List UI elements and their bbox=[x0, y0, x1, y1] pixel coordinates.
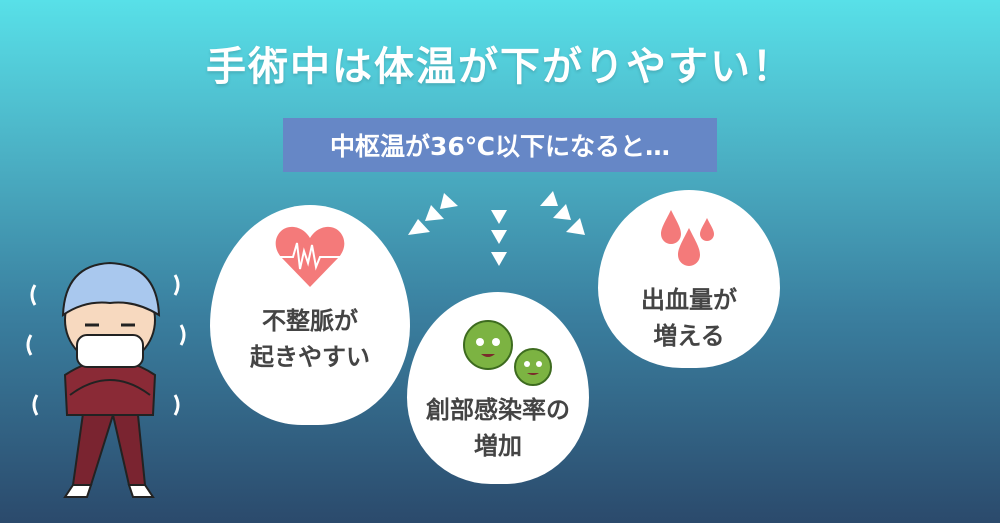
effect-label: 不整脈が bbox=[262, 307, 358, 335]
arrow-icon bbox=[491, 252, 507, 266]
arrow-icon bbox=[491, 210, 507, 224]
page-title: 手術中は体温が下がりやすい！ bbox=[206, 44, 794, 90]
shivering-nurse-illustration bbox=[26, 261, 186, 498]
arrow-icon bbox=[440, 193, 458, 209]
arrow-icon bbox=[566, 218, 585, 235]
subtitle-banner: 中枢温が36℃以下になると… bbox=[283, 118, 717, 172]
heart-ecg-icon bbox=[275, 226, 345, 287]
virus-icon bbox=[463, 320, 552, 386]
arrow-icon bbox=[491, 230, 507, 244]
effect-label: 増加 bbox=[474, 432, 522, 460]
effect-wound-infection: 創部感染率の 増加 bbox=[407, 292, 589, 484]
effect-label: 起きやすい bbox=[250, 343, 370, 371]
arrow-icon bbox=[553, 204, 571, 220]
arrow-icon bbox=[425, 205, 444, 221]
blood-drops-icon bbox=[661, 210, 714, 266]
effect-arrhythmia: 不整脈が 起きやすい bbox=[210, 205, 410, 425]
effect-label: 創部感染率の bbox=[426, 396, 570, 424]
effect-label: 増える bbox=[653, 322, 725, 350]
arrow-icon bbox=[408, 219, 430, 235]
arrow-icon bbox=[540, 191, 558, 206]
effect-bleeding: 出血量が 増える bbox=[598, 190, 780, 368]
effect-label: 出血量が bbox=[641, 286, 737, 314]
